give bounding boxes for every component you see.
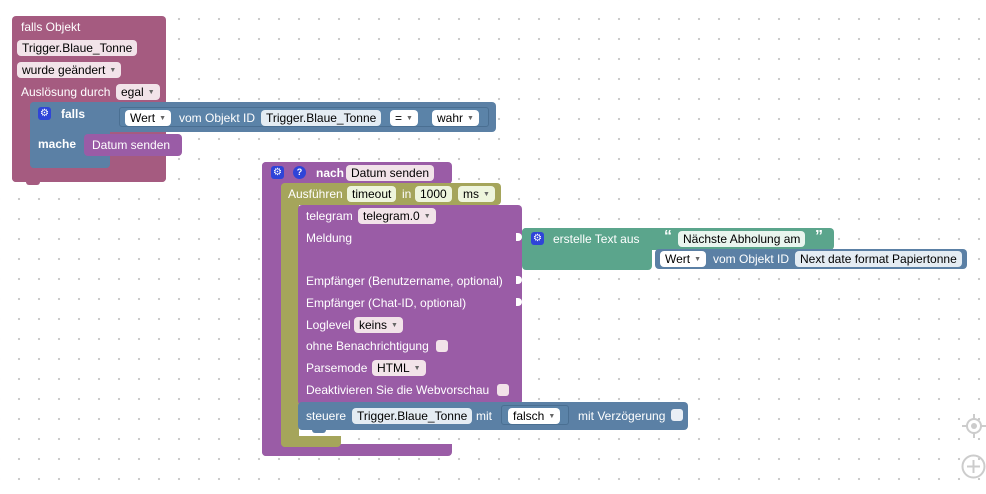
timeout-unit-text: ms bbox=[463, 187, 479, 201]
telegram-input-notch-1 bbox=[516, 233, 522, 241]
value-of-object-label: vom Objekt ID bbox=[713, 252, 790, 266]
value-dropdown[interactable]: Wert▼ bbox=[660, 251, 707, 267]
control-block-notch bbox=[312, 428, 326, 433]
value-object-id-field[interactable]: Next date format Papiertonne bbox=[795, 251, 962, 267]
value-dropdown-text: Wert bbox=[665, 252, 691, 266]
trigger-block-bottom-bar bbox=[12, 170, 166, 182]
if-value-dropdown[interactable]: Wert▼ bbox=[125, 110, 172, 126]
zoom-in-icon[interactable] bbox=[961, 454, 986, 479]
timeout-block-left-rail bbox=[281, 183, 299, 447]
dropdown-arrow-icon: ▼ bbox=[483, 190, 490, 198]
text-literal-text: Nächste Abholung am bbox=[683, 232, 801, 246]
dropdown-arrow-icon: ▼ bbox=[406, 114, 413, 122]
if-label: falls bbox=[61, 107, 86, 121]
trigger-value-dropdown[interactable]: egal▼ bbox=[116, 84, 160, 100]
control-value-text: falsch bbox=[513, 409, 545, 423]
timeout-var-text: timeout bbox=[352, 187, 392, 201]
dropdown-arrow-icon: ▼ bbox=[147, 88, 155, 96]
telegram-input-notch-3 bbox=[516, 298, 522, 306]
trigger-value-text: egal bbox=[121, 85, 144, 99]
trigger-event-text: wurde geändert bbox=[22, 63, 106, 77]
control-delay-checkbox[interactable] bbox=[671, 409, 683, 421]
open-quote-icon: “ bbox=[664, 228, 672, 245]
timeout-delay-field[interactable]: 1000 bbox=[415, 186, 452, 202]
help-icon[interactable]: ? bbox=[293, 166, 306, 179]
function-name-text: Datum senden bbox=[351, 166, 430, 180]
if-value-text: Wert bbox=[130, 111, 156, 125]
telegram-instance-text: telegram.0 bbox=[363, 209, 420, 223]
telegram-recipient-chat-label: Empfänger (Chat-ID, optional) bbox=[306, 296, 467, 310]
telegram-silent-label: ohne Benachrichtigung bbox=[306, 339, 429, 353]
trigger-event-dropdown[interactable]: wurde geändert▼ bbox=[17, 62, 122, 78]
timeout-label: Ausführen bbox=[288, 187, 343, 201]
dropdown-arrow-icon: ▼ bbox=[423, 212, 431, 220]
dropdown-arrow-icon: ▼ bbox=[159, 114, 167, 122]
telegram-recipient-user-label: Empfänger (Benutzername, optional) bbox=[306, 274, 503, 288]
function-name-field[interactable]: Datum senden bbox=[346, 165, 435, 181]
trigger-object-id-text: Trigger.Blaue_Tonne bbox=[22, 41, 133, 55]
call-function-block[interactable] bbox=[84, 134, 182, 156]
if-operator-dropdown[interactable]: =▼ bbox=[390, 110, 418, 126]
if-of-object-label: vom Objekt ID bbox=[179, 111, 256, 125]
if-then-label: mache bbox=[38, 137, 77, 151]
telegram-message-label: Meldung bbox=[306, 231, 353, 245]
function-to-label: nach bbox=[316, 166, 345, 180]
timeout-delay-text: 1000 bbox=[420, 187, 447, 201]
timeout-block-bottom-bar bbox=[281, 436, 341, 447]
dropdown-arrow-icon: ▼ bbox=[467, 114, 474, 122]
trigger-object-id-field[interactable]: Trigger.Blaue_Tonne bbox=[17, 40, 138, 56]
telegram-silent-checkbox[interactable] bbox=[436, 340, 448, 352]
if-block-bottom-bar bbox=[30, 156, 110, 168]
dropdown-arrow-icon: ▼ bbox=[413, 364, 421, 372]
trigger-label: Auslösung durch bbox=[21, 85, 111, 99]
trigger-header: falls Objekt bbox=[21, 20, 81, 34]
gear-icon[interactable]: ⚙ bbox=[38, 107, 51, 120]
dropdown-arrow-icon: ▼ bbox=[548, 412, 556, 420]
dropdown-arrow-icon: ▼ bbox=[694, 255, 702, 263]
function-block-bottom-bar bbox=[262, 444, 452, 456]
crosshair-icon[interactable] bbox=[962, 414, 986, 438]
control-with-label: mit bbox=[476, 409, 492, 423]
dropdown-arrow-icon: ▼ bbox=[391, 321, 398, 329]
telegram-parsemode-dropdown[interactable]: HTML▼ bbox=[372, 360, 426, 376]
if-operator-text: = bbox=[395, 111, 403, 125]
control-value-dropdown[interactable]: falsch▼ bbox=[508, 408, 561, 424]
telegram-parsemode-text: HTML bbox=[377, 361, 410, 375]
trigger-block-notch bbox=[26, 180, 40, 185]
close-quote-icon: ” bbox=[815, 228, 823, 245]
value-object-id-text: Next date format Papiertonne bbox=[800, 252, 957, 266]
dropdown-arrow-icon: ▼ bbox=[109, 66, 117, 74]
timeout-unit-dropdown[interactable]: ms ▼ bbox=[458, 186, 495, 202]
timeout-var-field[interactable]: timeout bbox=[347, 186, 397, 202]
telegram-input-notch-2 bbox=[516, 276, 522, 284]
gear-icon[interactable]: ⚙ bbox=[271, 166, 284, 179]
call-function-label: Datum senden bbox=[92, 138, 171, 152]
if-object-id-field[interactable]: Trigger.Blaue_Tonne bbox=[261, 110, 382, 126]
gear-icon[interactable]: ⚙ bbox=[531, 232, 544, 245]
control-object-id-field[interactable]: Trigger.Blaue_Tonne bbox=[352, 408, 473, 424]
telegram-parsemode-label: Parsemode bbox=[306, 361, 368, 375]
control-delay-label: mit Verzögerung bbox=[578, 409, 666, 423]
telegram-label: telegram bbox=[306, 209, 353, 223]
if-compare-dropdown[interactable]: wahr▼ bbox=[432, 110, 479, 126]
telegram-disable-preview-label: Deaktivieren Sie die Webvorschau bbox=[306, 383, 490, 397]
function-block-left-rail bbox=[262, 162, 282, 456]
telegram-disable-preview-checkbox[interactable] bbox=[497, 384, 509, 396]
text-literal-field[interactable]: Nächste Abholung am bbox=[678, 231, 806, 247]
text-join-label: erstelle Text aus bbox=[553, 232, 640, 246]
telegram-instance-dropdown[interactable]: telegram.0▼ bbox=[358, 208, 436, 224]
telegram-loglevel-text: keins bbox=[359, 318, 388, 332]
control-object-id-text: Trigger.Blaue_Tonne bbox=[357, 409, 468, 423]
timeout-in-label: in bbox=[402, 187, 412, 201]
control-label: steuere bbox=[306, 409, 347, 423]
telegram-loglevel-dropdown[interactable]: keins▼ bbox=[354, 317, 403, 333]
if-object-id-text: Trigger.Blaue_Tonne bbox=[266, 111, 377, 125]
telegram-loglevel-label: Loglevel bbox=[306, 318, 351, 332]
if-compare-text: wahr bbox=[437, 111, 464, 125]
